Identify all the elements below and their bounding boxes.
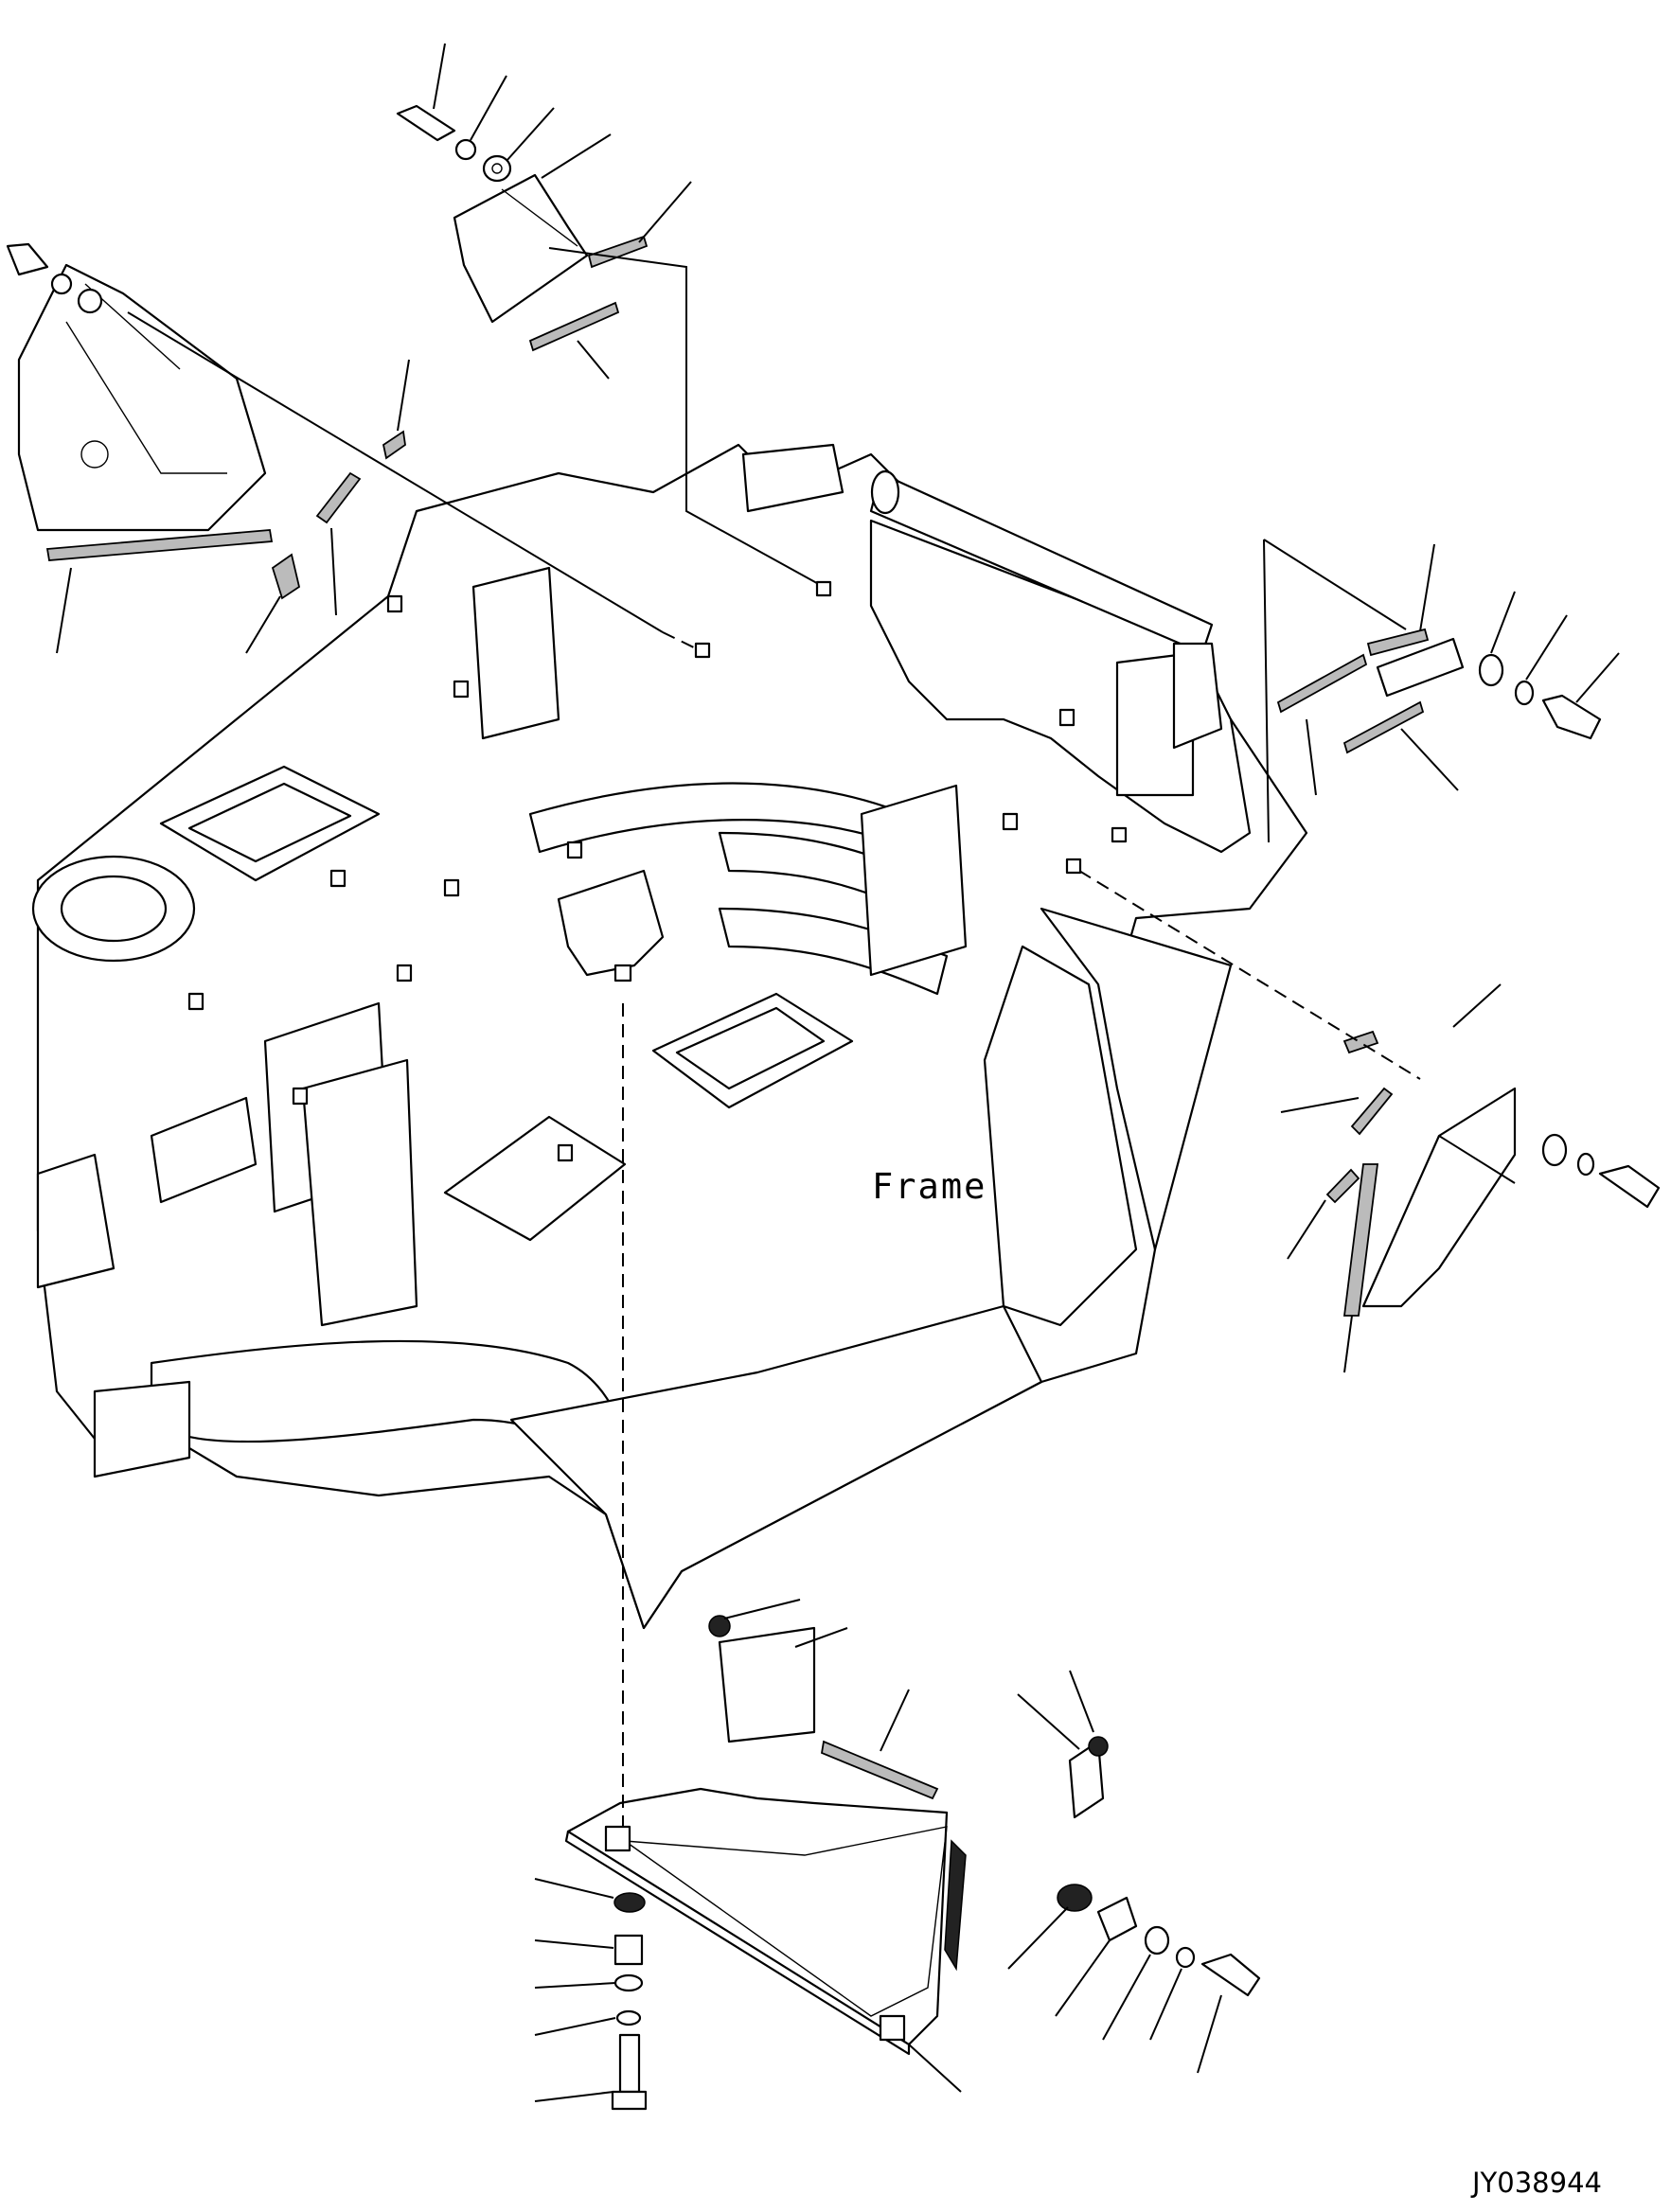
drawing-id: JY038944 [1472,2167,1602,2199]
top-cover-assembly [382,43,692,460]
machine-frame [31,443,1308,1630]
assembly-guide-lines [127,247,1421,1827]
frame-label: Frame [872,1166,987,1207]
mounting-point-markers [613,580,1128,982]
left-cover-assembly [6,242,362,654]
right-lower-cover-assembly [1280,983,1661,1373]
right-upper-cover-assembly [1263,539,1620,843]
under-cover-assembly [534,1599,1261,2111]
